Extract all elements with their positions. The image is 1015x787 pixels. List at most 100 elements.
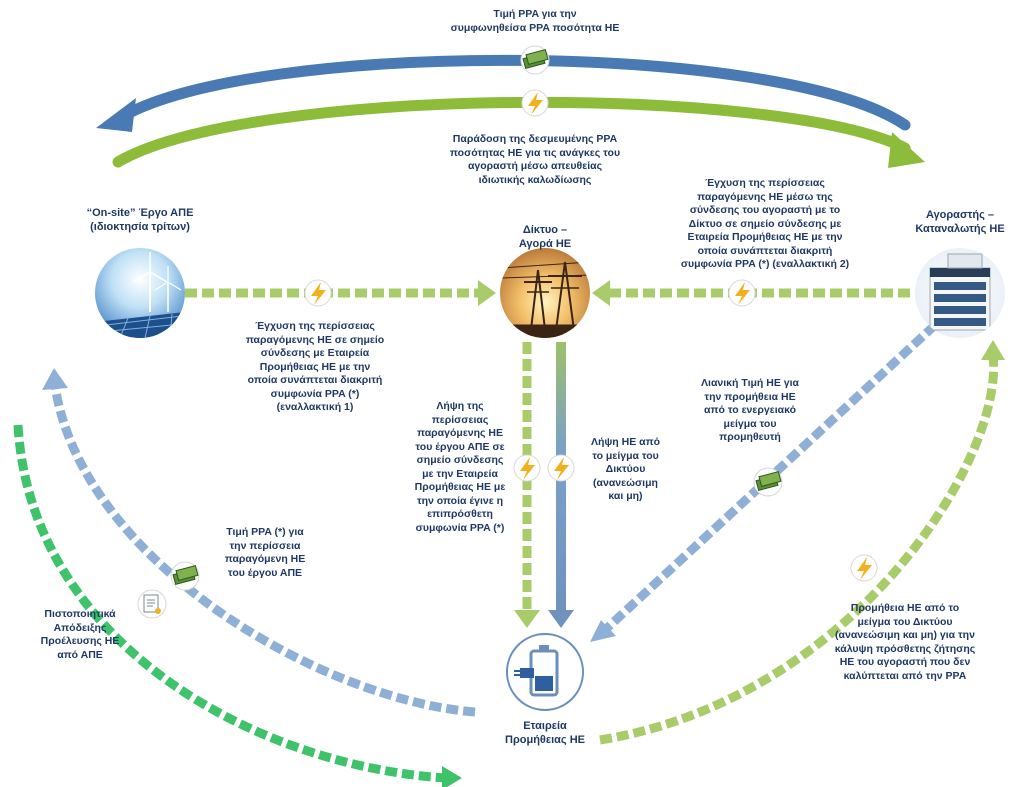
label-line: μείγμα του xyxy=(723,417,777,430)
battery-plug-icon xyxy=(506,633,584,711)
label-line: Αγορά ΗΕ xyxy=(518,237,572,250)
label-line: παραγόμενης ΗΕ σε σημείο xyxy=(245,333,385,346)
top-blue-arrowhead xyxy=(96,98,136,132)
label-line: σημείο σύνδεσης xyxy=(416,454,504,466)
supply-additional-label: Προμήθεια ΗΕ από το μείγμα του Δικτύου (… xyxy=(815,602,995,683)
lightning-bolt-icon xyxy=(304,279,332,307)
label-line: με την Εταιρεία xyxy=(422,467,498,480)
label-line: Προέλευσης ΗΕ xyxy=(40,635,120,647)
label-line: Αγοραστής – xyxy=(926,209,994,221)
grid-title: Δίκτυο – Αγορά ΗΕ xyxy=(485,224,605,251)
label-line: (ανανεώσιμη και μη) για την xyxy=(835,629,975,641)
label-line: Δίκτυο σε σημείο σύνδεσης με xyxy=(688,217,842,230)
label-line: Προμήθειας ΗΕ με την xyxy=(259,360,371,373)
label-line: οποία συνάπτεται διακριτή xyxy=(247,374,383,386)
supplier-to-onsite-arrowhead xyxy=(42,368,68,390)
label-line: Λήψη της xyxy=(436,400,484,412)
label-line: και μη) xyxy=(608,490,643,502)
onsite-to-supplier-arrow xyxy=(13,424,446,783)
label-line: σύνδεσης με Εταιρεία xyxy=(260,347,370,359)
office-building-icon xyxy=(915,248,1005,338)
certificate-icon xyxy=(137,589,167,619)
label-line: την περίσσεια xyxy=(229,539,301,552)
label-line: από το ενεργειακό xyxy=(704,404,796,416)
retail-price-label: Λιανική Τιμή ΗΕ για την προμήθεια ΗΕ από… xyxy=(680,377,820,445)
label-line: Πιστοποιητικά xyxy=(44,608,116,620)
label-line: ιδιωτικής καλωδίωσης xyxy=(478,173,592,186)
buyer-title: Αγοραστής – Καταναλωτής ΗΕ xyxy=(905,209,1015,236)
label-line: Λήψη ΗΕ από xyxy=(590,436,661,448)
solar-wind-farm-icon xyxy=(95,248,185,338)
label-line: συμφωνία PPA (*) (εναλλακτική 2) xyxy=(680,258,850,270)
supplier-to-buyer-arrowhead xyxy=(981,340,1005,360)
label-line: Προμήθεια ΗΕ από το xyxy=(850,602,960,614)
top-blue-arrow xyxy=(114,54,911,131)
label-line: σύνδεσης του αγοραστή με το xyxy=(689,204,841,216)
top-green-arrow xyxy=(112,96,911,168)
onsite-to-supplier-arrowhead xyxy=(442,766,462,787)
label-line: συμφωνηθείσα PPA ποσότητα ΗΕ xyxy=(450,21,620,34)
label-line: (ιδιοκτησία τρίτων) xyxy=(90,220,190,233)
label-line: Καταναλωτής ΗΕ xyxy=(915,222,1005,235)
label-line: καλύπτεται από την PPA xyxy=(843,669,967,682)
money-bills-icon xyxy=(753,467,783,497)
label-line: αγοραστή μέσω απευθείας xyxy=(467,160,603,172)
label-line: Προμήθειας ΗΕ xyxy=(505,733,585,746)
label-line: Εταιρεία Προμήθειας ΗΕ με την xyxy=(687,231,843,243)
lightning-bolt-icon xyxy=(547,454,575,482)
power-pylons-icon xyxy=(500,248,590,338)
buyer-to-supplier-arrowhead xyxy=(590,620,616,642)
receive-grid-label: Λήψη ΗΕ από το μείγμα του Δικτύου (ανανε… xyxy=(573,436,678,504)
label-line: κάλυψη πρόσθετης ζήτησης xyxy=(834,642,976,655)
label-line: (εναλλακτική 1) xyxy=(276,401,354,413)
label-line: του έργου ΑΠΕ xyxy=(227,566,303,579)
label-line: συμφωνία PPA (*) xyxy=(270,387,360,400)
ppa-excess-price-label: Τιμή PPA (*) για την περίσσεια παραγόμεν… xyxy=(195,526,335,580)
label-line: περίσσειας xyxy=(431,413,489,426)
label-line: συμφωνία PPA (*) xyxy=(415,521,505,534)
label-line: “On-site” Έργο ΑΠΕ xyxy=(86,207,194,219)
supplier-to-buyer-arrow xyxy=(599,354,999,745)
onsite-to-grid-arrowhead xyxy=(478,280,496,306)
receive-excess-label: Λήψη της περίσσειας παραγόμενης ΗΕ του έ… xyxy=(400,400,520,535)
label-line: Λιανική Τιμή ΗΕ για xyxy=(701,377,799,389)
injection-alt2-label: Έγχυση της περίσσειας παραγόμενης ΗΕ μέσ… xyxy=(665,177,865,272)
label-line: παραγόμενης ΗΕ xyxy=(416,427,504,439)
label-line: μείγμα του Δικτύου xyxy=(857,615,953,628)
label-line: Έγχυση της περίσσειας xyxy=(255,320,375,332)
label-line: από ΑΠΕ xyxy=(57,648,103,661)
grid-to-supplier-dashed-arrowhead xyxy=(514,610,540,628)
label-line: Τιμή PPA (*) για xyxy=(226,526,304,538)
label-line: ποσότητας ΗΕ για τις ανάγκες του xyxy=(449,146,621,159)
money-bills-icon xyxy=(170,561,200,591)
label-line: Τιμή PPA για την xyxy=(493,8,577,20)
supplier-to-onsite-arrow xyxy=(50,384,476,717)
supplier-title: Εταιρεία Προμήθειας ΗΕ xyxy=(485,720,605,747)
certificates-label: Πιστοποιητικά Απόδειξης Προέλευσης ΗΕ απ… xyxy=(20,608,140,662)
lightning-bolt-icon xyxy=(521,89,549,117)
label-line: επιπρόσθετη xyxy=(427,508,493,520)
label-line: του έργου ΑΠΕ σε xyxy=(415,440,505,453)
onsite-title: “On-site” Έργο ΑΠΕ (ιδιοκτησία τρίτων) xyxy=(60,207,220,234)
buyer-to-grid-arrowhead xyxy=(592,280,610,306)
lightning-bolt-icon xyxy=(850,554,878,582)
label-line: την προμήθεια ΗΕ xyxy=(704,390,796,403)
label-line: το μείγμα του xyxy=(592,449,659,462)
money-bills-icon xyxy=(520,45,550,75)
label-line: Έγχυση της περίσσειας xyxy=(705,177,825,189)
grid-to-supplier-solid-arrowhead xyxy=(548,610,574,628)
label-line: Απόδειξης xyxy=(53,621,107,634)
label-line: οποία συνάπτεται διακριτή xyxy=(697,244,833,257)
label-line: παραγόμενης ΗΕ μέσω της xyxy=(697,190,833,203)
lightning-bolt-icon xyxy=(728,279,756,307)
label-line: Προμήθειας ΗΕ με xyxy=(414,481,506,493)
injection-alt1-label: Έγχυση της περίσσειας παραγόμενης ΗΕ σε … xyxy=(230,320,400,415)
label-line: Εταιρεία xyxy=(523,720,567,732)
delivery-label: Παράδοση της δεσμευμένης PPA ποσότητας Η… xyxy=(420,133,650,187)
top-green-arrowhead xyxy=(888,132,925,168)
label-line: την οποία έγινε η xyxy=(416,494,504,507)
label-line: Δικτύου xyxy=(605,463,646,475)
label-line: (ανανεώσιμη xyxy=(593,476,658,489)
lightning-bolt-icon xyxy=(513,454,541,482)
top-price-label: Τιμή PPA για την συμφωνηθείσα PPA ποσότη… xyxy=(420,8,650,35)
